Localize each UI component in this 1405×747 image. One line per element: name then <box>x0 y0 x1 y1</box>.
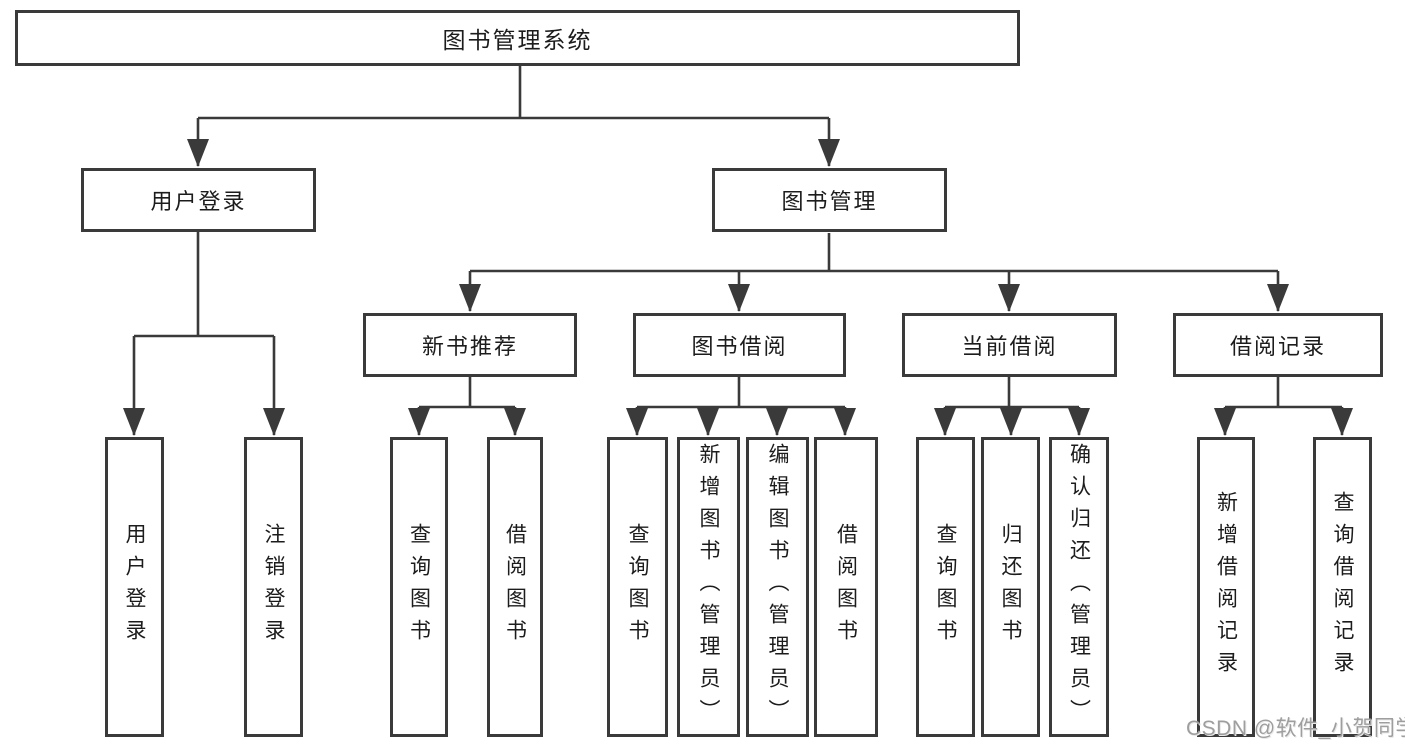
leaf-edit-book-admin: 编辑图书（管理员） <box>746 437 809 737</box>
leaf-borrow-book-label: 借阅图书 <box>834 523 858 651</box>
node-book-management: 图书管理 <box>712 168 947 232</box>
leaf-logout-label: 注销登录 <box>262 523 285 651</box>
node-library-system-label: 图书管理系统 <box>442 27 593 53</box>
leaf-query-borrow-record-label: 查询借阅记录 <box>1331 491 1354 683</box>
leaf-add-book-admin: 新增图书（管理员） <box>677 437 740 737</box>
leaf-add-borrow-record-label: 新增借阅记录 <box>1214 491 1238 683</box>
node-book-borrowing-label: 图书借阅 <box>691 334 788 359</box>
watermark-text: CSDN @软件_小贺同学 <box>1186 717 1405 740</box>
node-borrowing-records: 借阅记录 <box>1173 313 1383 377</box>
leaf-add-borrow-record: 新增借阅记录 <box>1197 437 1255 737</box>
node-new-book-recommend: 新书推荐 <box>363 313 577 377</box>
leaf-query-book-borrow: 查询图书 <box>607 437 668 737</box>
leaf-borrow-book-recommend: 借阅图书 <box>487 437 543 737</box>
leaf-return-book: 归还图书 <box>981 437 1040 737</box>
node-current-borrowing: 当前借阅 <box>902 313 1117 377</box>
node-new-book-recommend-label: 新书推荐 <box>421 334 518 359</box>
leaf-borrow-book-recommend-label: 借阅图书 <box>503 523 527 651</box>
leaf-query-book-recommend: 查询图书 <box>390 437 448 737</box>
leaf-return-book-label: 归还图书 <box>999 523 1022 651</box>
leaf-query-borrow-record: 查询借阅记录 <box>1313 437 1372 737</box>
leaf-query-book-recommend-label: 查询图书 <box>407 523 431 651</box>
leaf-confirm-return-admin: 确认归还（管理员） <box>1049 437 1109 737</box>
node-user-login-label: 用户登录 <box>150 189 247 214</box>
leaf-query-book-current-label: 查询图书 <box>934 523 957 651</box>
node-borrowing-records-label: 借阅记录 <box>1229 334 1326 359</box>
node-book-borrowing: 图书借阅 <box>633 313 846 377</box>
leaf-user-login-label: 用户登录 <box>123 523 146 651</box>
node-book-management-label: 图书管理 <box>781 189 878 214</box>
leaf-edit-book-admin-label: 编辑图书（管理员） <box>766 443 789 731</box>
leaf-borrow-book: 借阅图书 <box>814 437 878 737</box>
leaf-add-book-admin-label: 新增图书（管理员） <box>697 443 720 731</box>
leaf-query-book-current: 查询图书 <box>916 437 975 737</box>
node-current-borrowing-label: 当前借阅 <box>961 334 1058 359</box>
leaf-confirm-return-admin-label: 确认归还（管理员） <box>1067 443 1091 731</box>
node-library-system: 图书管理系统 <box>15 10 1020 66</box>
leaf-user-login: 用户登录 <box>105 437 164 737</box>
node-user-login: 用户登录 <box>81 168 316 232</box>
leaf-query-book-borrow-label: 查询图书 <box>626 523 649 651</box>
leaf-logout: 注销登录 <box>244 437 303 737</box>
